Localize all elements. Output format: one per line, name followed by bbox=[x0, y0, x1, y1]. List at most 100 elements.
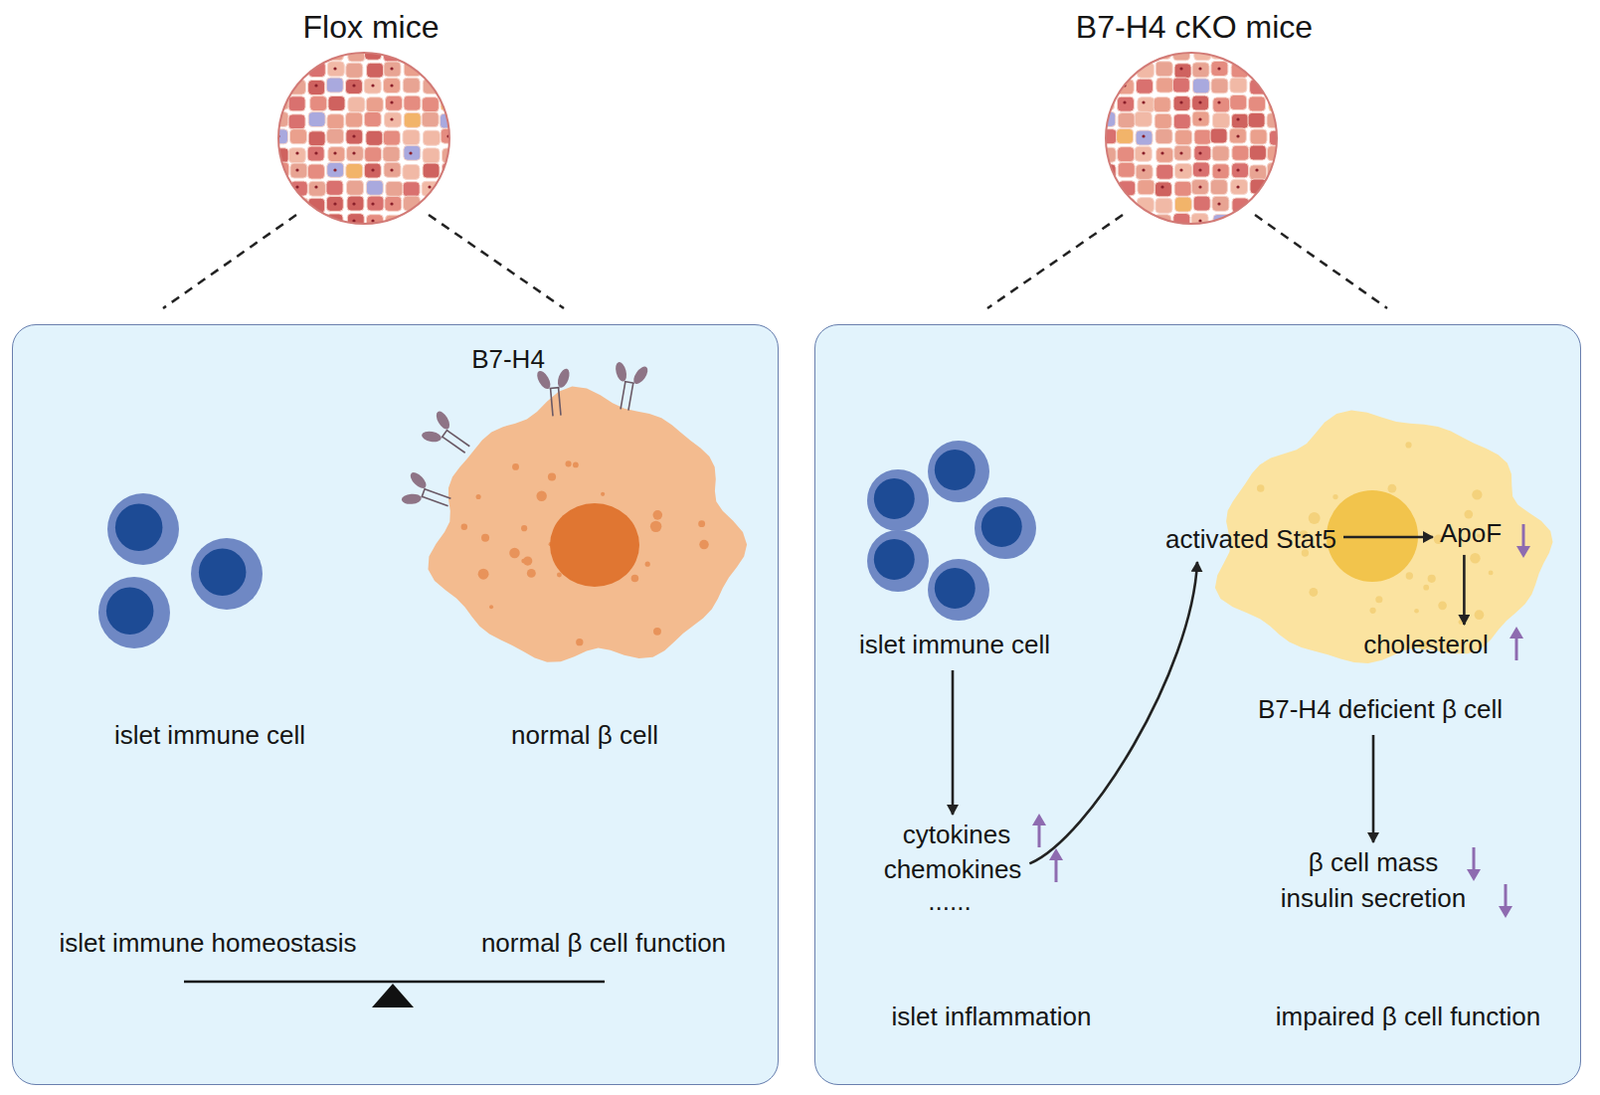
islet-cell bbox=[270, 229, 288, 245]
cell-dot bbox=[446, 201, 450, 205]
shape bbox=[613, 360, 629, 383]
cell-dot bbox=[352, 218, 356, 222]
immune-cell bbox=[867, 469, 929, 532]
shape bbox=[628, 382, 634, 411]
text-node: activated Stat5 bbox=[1161, 522, 1341, 558]
shape bbox=[424, 489, 451, 500]
cell-dot bbox=[295, 184, 299, 188]
islet-cell bbox=[290, 163, 308, 178]
shape bbox=[558, 387, 561, 416]
cell-dot bbox=[427, 49, 431, 53]
cell-dot bbox=[295, 168, 299, 172]
shape bbox=[624, 381, 635, 384]
islet-cell bbox=[1191, 179, 1209, 195]
islet-cell bbox=[383, 162, 401, 178]
islet-cell bbox=[1134, 111, 1152, 127]
cell-dot bbox=[295, 218, 299, 222]
islet-cell bbox=[272, 178, 290, 194]
cell-dot bbox=[1179, 100, 1183, 104]
islet-cell bbox=[1249, 129, 1267, 145]
islet-cell bbox=[269, 79, 287, 95]
islet-cell bbox=[1267, 180, 1285, 196]
cell-dot bbox=[1198, 184, 1202, 188]
islet-cell bbox=[363, 78, 381, 94]
granule bbox=[1422, 584, 1429, 591]
cell-dot bbox=[389, 100, 393, 104]
islet-cell bbox=[441, 79, 459, 95]
islet-cell bbox=[1136, 213, 1154, 229]
cell-dot bbox=[1141, 168, 1145, 172]
islet-cell bbox=[402, 77, 420, 93]
islet-cell bbox=[1248, 145, 1266, 161]
cell-dot bbox=[1198, 235, 1202, 239]
islet-cell bbox=[327, 162, 345, 178]
granule bbox=[1387, 484, 1397, 494]
granule bbox=[527, 568, 536, 578]
islet-cell bbox=[1230, 213, 1247, 229]
cell-dot bbox=[408, 151, 412, 155]
islet-cell bbox=[1211, 78, 1229, 94]
cell-dot bbox=[352, 83, 356, 87]
cell-dot bbox=[1141, 100, 1145, 104]
cell-dot bbox=[370, 83, 374, 87]
islet-cell bbox=[1097, 229, 1115, 245]
granule bbox=[1488, 569, 1494, 575]
zoom-lines bbox=[163, 214, 1388, 309]
cell-dot bbox=[1160, 235, 1164, 239]
islet-cell bbox=[1248, 96, 1266, 112]
islet-cell bbox=[1230, 94, 1247, 110]
islet-cell bbox=[441, 179, 459, 195]
islet-cell bbox=[366, 195, 384, 211]
cell-dot bbox=[1103, 168, 1107, 172]
islet-cell bbox=[346, 146, 363, 162]
islet-cell bbox=[1156, 164, 1174, 179]
granule bbox=[575, 638, 583, 646]
islet-cell bbox=[1135, 130, 1153, 146]
cell-dot bbox=[314, 184, 318, 188]
cell-dot bbox=[1198, 168, 1202, 172]
islet-cell bbox=[326, 77, 344, 93]
cell-dot bbox=[352, 201, 356, 205]
change-arrow bbox=[1504, 884, 1508, 908]
islet-cell bbox=[289, 129, 307, 145]
islet-cell bbox=[1191, 213, 1209, 229]
cell-dot bbox=[1273, 168, 1277, 172]
node-text: islet immune cell bbox=[114, 720, 306, 751]
islet-cell bbox=[345, 78, 362, 94]
islet-cell bbox=[327, 61, 345, 77]
cell-dot bbox=[389, 83, 393, 87]
islet-cell bbox=[1210, 128, 1228, 144]
cell-dot bbox=[333, 66, 337, 70]
islet-cell bbox=[308, 180, 326, 196]
granule bbox=[1458, 619, 1464, 625]
islet-cell bbox=[402, 181, 420, 197]
arrow-connector bbox=[1462, 554, 1466, 625]
arrow-connector bbox=[1372, 734, 1376, 843]
islet-cell bbox=[1098, 46, 1116, 62]
change-arrow bbox=[1038, 823, 1042, 848]
islet-cell bbox=[308, 79, 326, 95]
islet-cell bbox=[1231, 62, 1248, 78]
granule bbox=[1256, 484, 1265, 493]
islet-cell bbox=[383, 231, 401, 247]
shape bbox=[620, 381, 626, 410]
islet-cell bbox=[1117, 147, 1135, 163]
islet-cell bbox=[1156, 77, 1174, 93]
panel-heading: Flox mice bbox=[303, 8, 440, 46]
islet-cell bbox=[365, 179, 383, 195]
cell-dot bbox=[1217, 168, 1221, 172]
islet-cell bbox=[1137, 179, 1155, 195]
islet-cell bbox=[308, 213, 326, 229]
cell-dot bbox=[1217, 201, 1221, 205]
cell-dot bbox=[1198, 151, 1202, 155]
islet-cell bbox=[307, 231, 325, 247]
islet-cell bbox=[1097, 197, 1115, 213]
islet-cell bbox=[1192, 162, 1210, 178]
cell-dot bbox=[314, 218, 318, 222]
islet-cell bbox=[1136, 232, 1154, 248]
b7h4-receptor bbox=[397, 468, 456, 521]
islet-cell bbox=[346, 179, 363, 195]
granule bbox=[572, 461, 579, 468]
immune-nucleus bbox=[198, 547, 247, 596]
panel-ground bbox=[814, 324, 1582, 1085]
